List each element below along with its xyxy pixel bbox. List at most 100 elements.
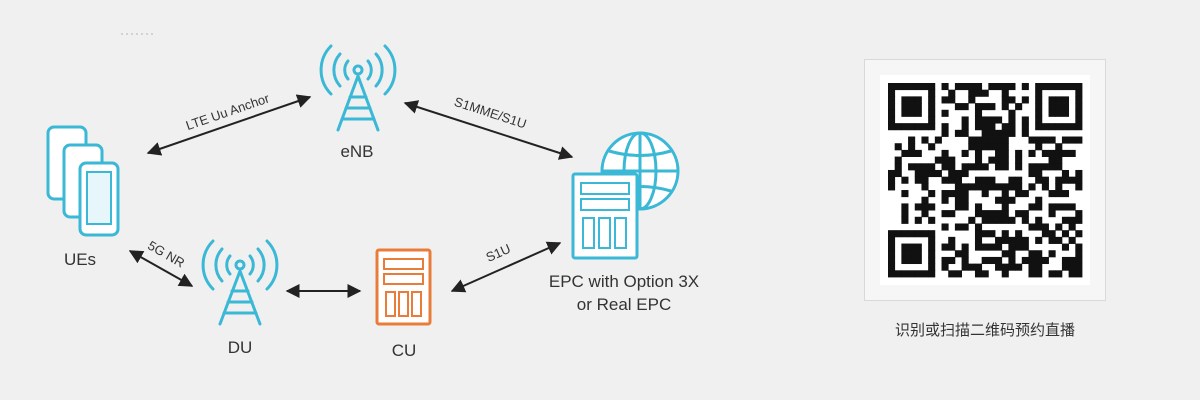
qr-module <box>1061 190 1070 198</box>
qr-module <box>921 230 929 238</box>
qr-module <box>1028 136 1036 144</box>
qr-module <box>1001 210 1009 218</box>
lte-uu-arrow <box>146 94 312 156</box>
qr-module <box>961 183 969 191</box>
qr-module <box>995 149 1003 157</box>
s1u-label: S1U <box>484 241 513 265</box>
qr-module <box>1021 243 1029 251</box>
qr-module <box>995 183 1003 191</box>
qr-module <box>995 243 1003 251</box>
qr-module <box>988 83 996 91</box>
qr-module <box>1068 216 1076 224</box>
qr-module <box>941 256 949 265</box>
qr-module <box>908 103 916 111</box>
qr-module <box>928 89 936 97</box>
qr-module <box>988 243 996 251</box>
qr-module <box>981 103 989 111</box>
enb-label: eNB <box>340 142 373 161</box>
qr-module <box>928 216 936 224</box>
qr-module <box>1028 203 1036 211</box>
qr-module <box>901 216 909 224</box>
qr-module <box>908 243 916 251</box>
qr-module <box>901 176 909 184</box>
qr-module <box>1001 190 1009 198</box>
qr-module <box>1028 270 1036 278</box>
qr-module <box>974 123 983 131</box>
qr-code-icon <box>888 83 1083 278</box>
qr-module <box>1035 236 1043 244</box>
qr-module <box>1048 96 1056 104</box>
qr-module <box>981 256 989 265</box>
qr-module <box>1035 96 1043 104</box>
qr-module <box>995 83 1003 91</box>
qr-module <box>888 89 896 97</box>
qr-module <box>948 243 956 251</box>
qr-module <box>988 129 996 137</box>
qr-module <box>995 163 1003 171</box>
qr-module <box>1001 230 1009 238</box>
qr-module <box>1035 250 1043 258</box>
qr-module <box>1068 176 1076 184</box>
qr-module <box>954 250 962 258</box>
qr-module <box>948 190 956 198</box>
qr-module <box>934 156 942 164</box>
qr-module <box>1048 203 1056 211</box>
qr-module <box>1075 116 1083 124</box>
qr-module <box>961 123 969 131</box>
qr-module <box>1055 163 1063 171</box>
qr-module <box>901 103 909 111</box>
qr-module <box>908 230 916 238</box>
qr-module <box>974 210 983 218</box>
qr-module <box>1041 223 1049 231</box>
qr-module <box>1028 256 1036 265</box>
qr-module <box>901 270 909 278</box>
qr-module <box>928 270 936 278</box>
qr-module <box>901 203 909 211</box>
qr-module <box>988 230 996 238</box>
qr-module <box>914 230 922 238</box>
qr-module <box>948 89 956 97</box>
qr-module <box>1068 236 1076 244</box>
qr-module <box>928 256 936 265</box>
qr-module <box>995 143 1003 151</box>
qr-module <box>974 143 983 151</box>
qr-code[interactable] <box>880 75 1090 285</box>
qr-module <box>1041 256 1049 265</box>
qr-module <box>1061 263 1070 271</box>
qr-module <box>894 156 902 164</box>
qr-module <box>1061 256 1070 265</box>
qr-module <box>901 210 909 218</box>
qr-module <box>1015 190 1023 198</box>
epc-label-line1: EPC with Option 3X <box>549 272 699 291</box>
qr-module <box>888 169 896 178</box>
qr-module <box>1001 143 1009 151</box>
qr-module <box>1075 123 1083 131</box>
qr-module <box>1001 123 1009 131</box>
qr-module <box>941 163 949 171</box>
qr-module <box>888 263 896 271</box>
qr-module <box>928 109 936 117</box>
qr-module <box>981 230 989 238</box>
qr-module <box>921 169 929 178</box>
qr-module <box>894 83 902 91</box>
qr-module <box>961 116 969 124</box>
qr-module <box>908 96 916 104</box>
qr-module <box>921 83 929 91</box>
qr-module <box>1068 136 1076 144</box>
qr-module <box>1001 129 1009 137</box>
qr-module <box>1068 83 1076 91</box>
qr-module <box>961 129 969 137</box>
qr-module <box>1048 210 1056 218</box>
qr-module <box>1001 163 1009 171</box>
qr-module <box>968 96 976 104</box>
qr-module <box>961 263 969 271</box>
qr-module <box>1041 83 1049 91</box>
ues-label: UEs <box>64 250 96 269</box>
qr-module <box>974 103 983 111</box>
qr-module <box>1008 243 1016 251</box>
qr-module <box>1061 96 1070 104</box>
qr-module <box>961 163 969 171</box>
qr-module <box>928 243 936 251</box>
qr-module <box>961 190 969 198</box>
qr-module <box>961 243 969 251</box>
